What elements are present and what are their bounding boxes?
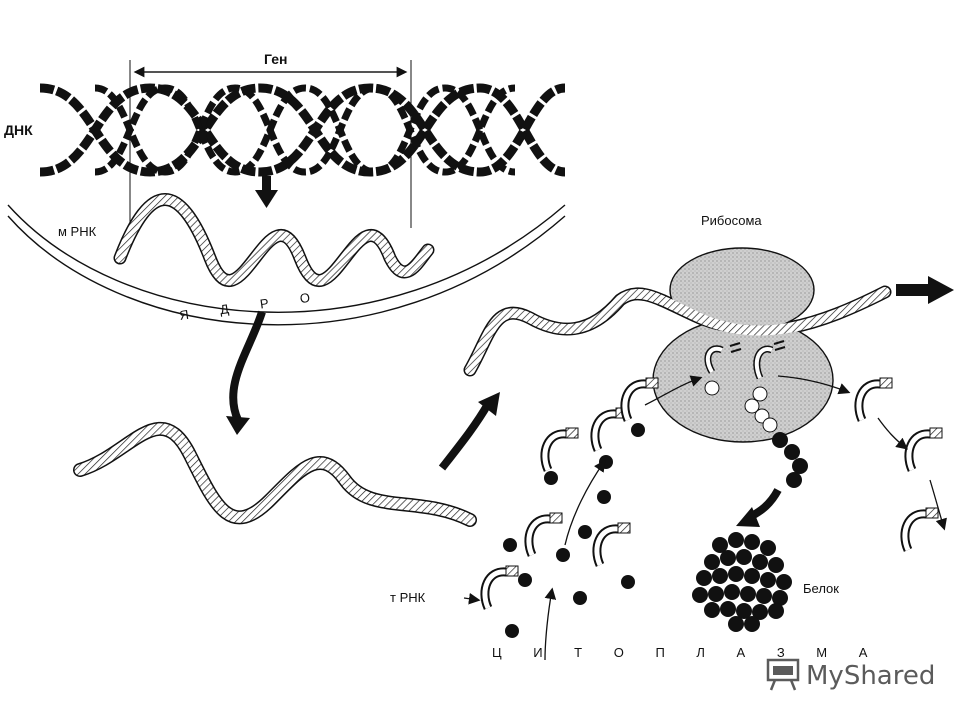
trna-label: т РНК xyxy=(390,590,426,605)
protein-label: Белок xyxy=(803,581,839,596)
released-trna-3 xyxy=(900,507,939,552)
trna-1 xyxy=(540,427,579,485)
watermark-text: MyShared xyxy=(806,661,935,691)
gene-span-marker xyxy=(129,60,412,228)
transcription-arrow xyxy=(255,176,278,208)
dna-helix xyxy=(39,83,566,177)
protein-folding-arrow xyxy=(736,488,782,527)
mrna-label: м РНК xyxy=(58,224,97,239)
released-trna-2 xyxy=(904,427,943,472)
released-trnas xyxy=(854,377,943,552)
protein-globule xyxy=(692,532,792,632)
presentation-board-icon xyxy=(766,658,800,691)
polypeptide-chain xyxy=(772,432,808,488)
mrna-to-ribosome-arrow xyxy=(438,392,500,471)
gene-label: Ген xyxy=(264,51,287,67)
flow-arrows xyxy=(463,375,947,661)
ribosome-bound-trna-right xyxy=(744,340,786,433)
trna-4 xyxy=(524,512,570,562)
ribosome xyxy=(652,247,834,443)
nucleus-label: Я Д Р О xyxy=(178,288,324,323)
released-trna-1 xyxy=(854,377,893,422)
translation-direction-arrow xyxy=(896,276,954,304)
cytoplasm-label: Ц И Т О П Л А З М А xyxy=(492,645,881,660)
trna-pool xyxy=(480,377,659,638)
ribosome-bound-trna-left xyxy=(704,342,742,396)
trna-5 xyxy=(592,522,635,589)
trna-6 xyxy=(480,565,519,638)
dna-label: ДНК xyxy=(4,122,33,138)
mrna-export-arrow xyxy=(226,310,266,435)
trna-3 xyxy=(620,377,659,437)
watermark: MyShared xyxy=(766,658,935,691)
ribosome-label: Рибосома xyxy=(701,213,762,228)
